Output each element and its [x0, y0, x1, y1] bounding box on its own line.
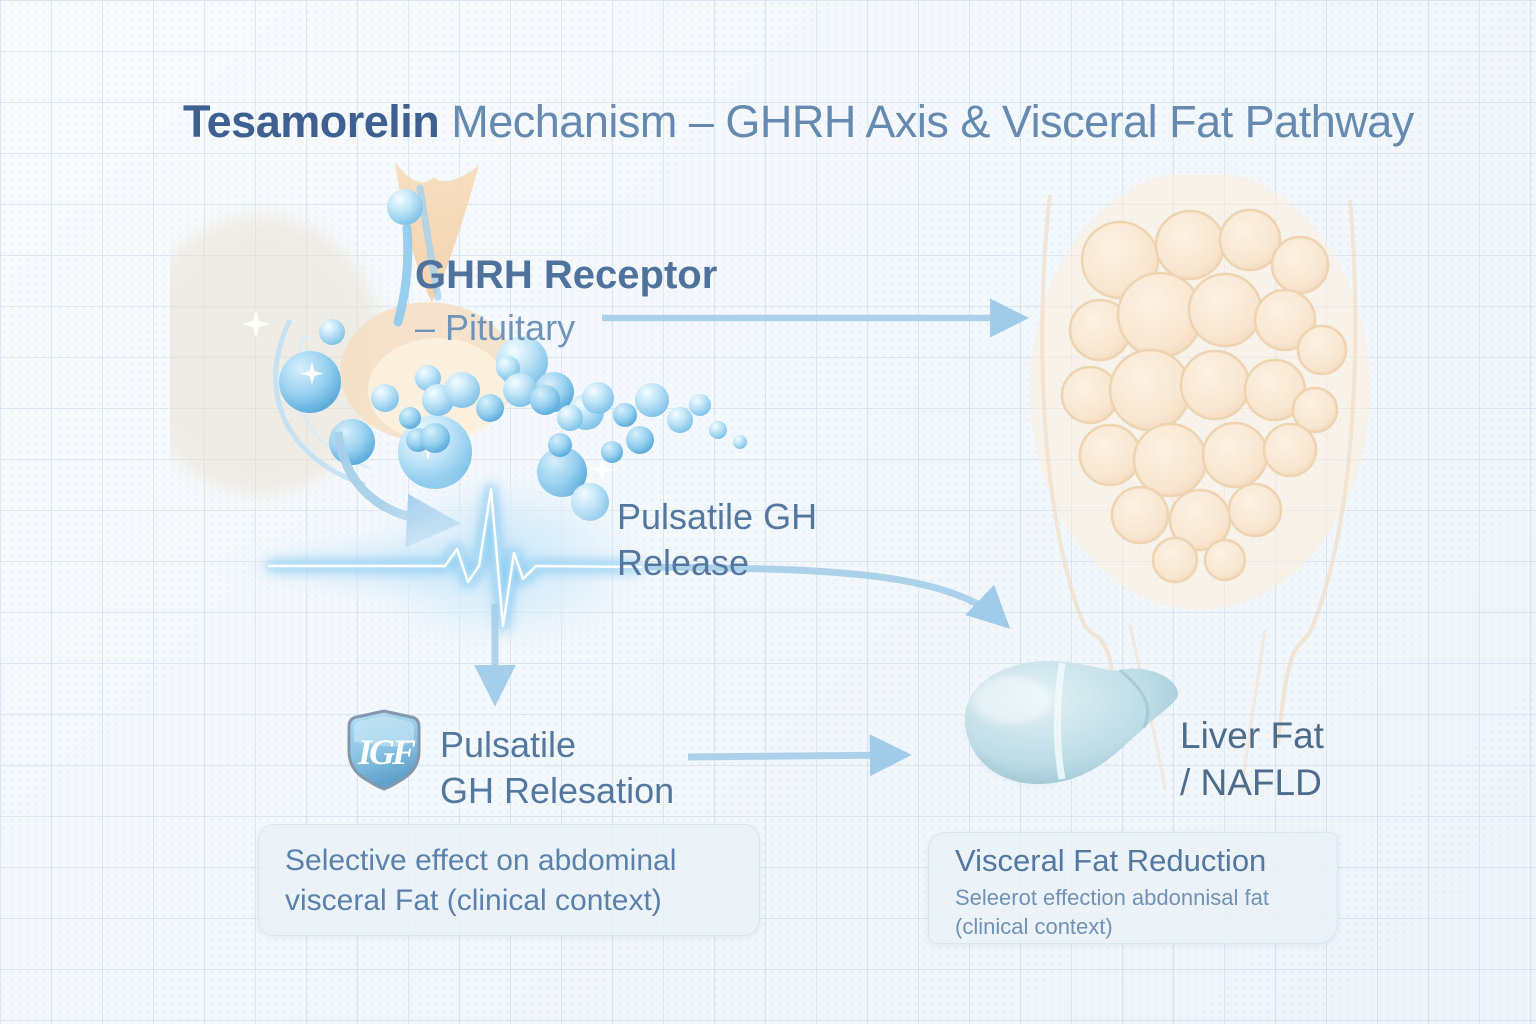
diagram-title: Tesamorelin Mechanism – GHRH Axis & Visc… [183, 96, 1414, 148]
callout-right-heading: Visceral Fat Reduction [955, 843, 1267, 878]
ghrh-receptor-title: GHRH Receptor [415, 253, 718, 297]
callout-right-line2: (clinical context) [955, 913, 1113, 939]
liver-illustration [964, 660, 1179, 785]
igf-line2: GH Relesation [440, 770, 675, 812]
gh-release-label: Pulsatile GH Release [617, 494, 817, 586]
igf-shield-text: IGF [357, 732, 416, 772]
callout-selective-effect: Selective effect on abdominal visceral F… [258, 824, 760, 936]
igf-node-label: Pulsatile GH Relesation [440, 722, 674, 814]
callout-visceral-fat-reduction: Visceral Fat Reduction Seleerot effectio… [928, 832, 1338, 944]
arrow-pituitary-to-pulse [333, 431, 461, 548]
title-drug-name: Tesamorelin [183, 96, 440, 147]
ghrh-receptor-label: GHRH Receptor – Pituitary [415, 250, 717, 351]
callout-right-line1: Seleerot effection abdonnisal fat [955, 885, 1269, 910]
liver-fat-label: Liver Fat / NAFLD [1180, 712, 1324, 807]
callout-left-line2: visceral Fat (clinical context) [285, 883, 662, 917]
pituitary-sublabel: – Pituitary [415, 307, 576, 349]
igf-shield-icon: IGF [347, 709, 421, 791]
callout-left-line1: Selective effect on abdominal [285, 844, 677, 877]
arrow-igf-to-liver [687, 734, 912, 777]
igf-line1: Pulsatile [440, 724, 577, 765]
title-rest: Mechanism – GHRH Axis & Visceral Fat Pat… [439, 96, 1414, 147]
molecule-chain-illustration [371, 356, 747, 463]
gh-release-line2: Release [617, 542, 750, 584]
gh-pulse-waveform [210, 467, 650, 657]
liver-line1: Liver Fat [1180, 715, 1324, 756]
liver-line2: / NAFLD [1180, 762, 1322, 804]
visceral-fat-illustration [1030, 175, 1370, 791]
gh-release-line1: Pulsatile GH [617, 496, 818, 537]
